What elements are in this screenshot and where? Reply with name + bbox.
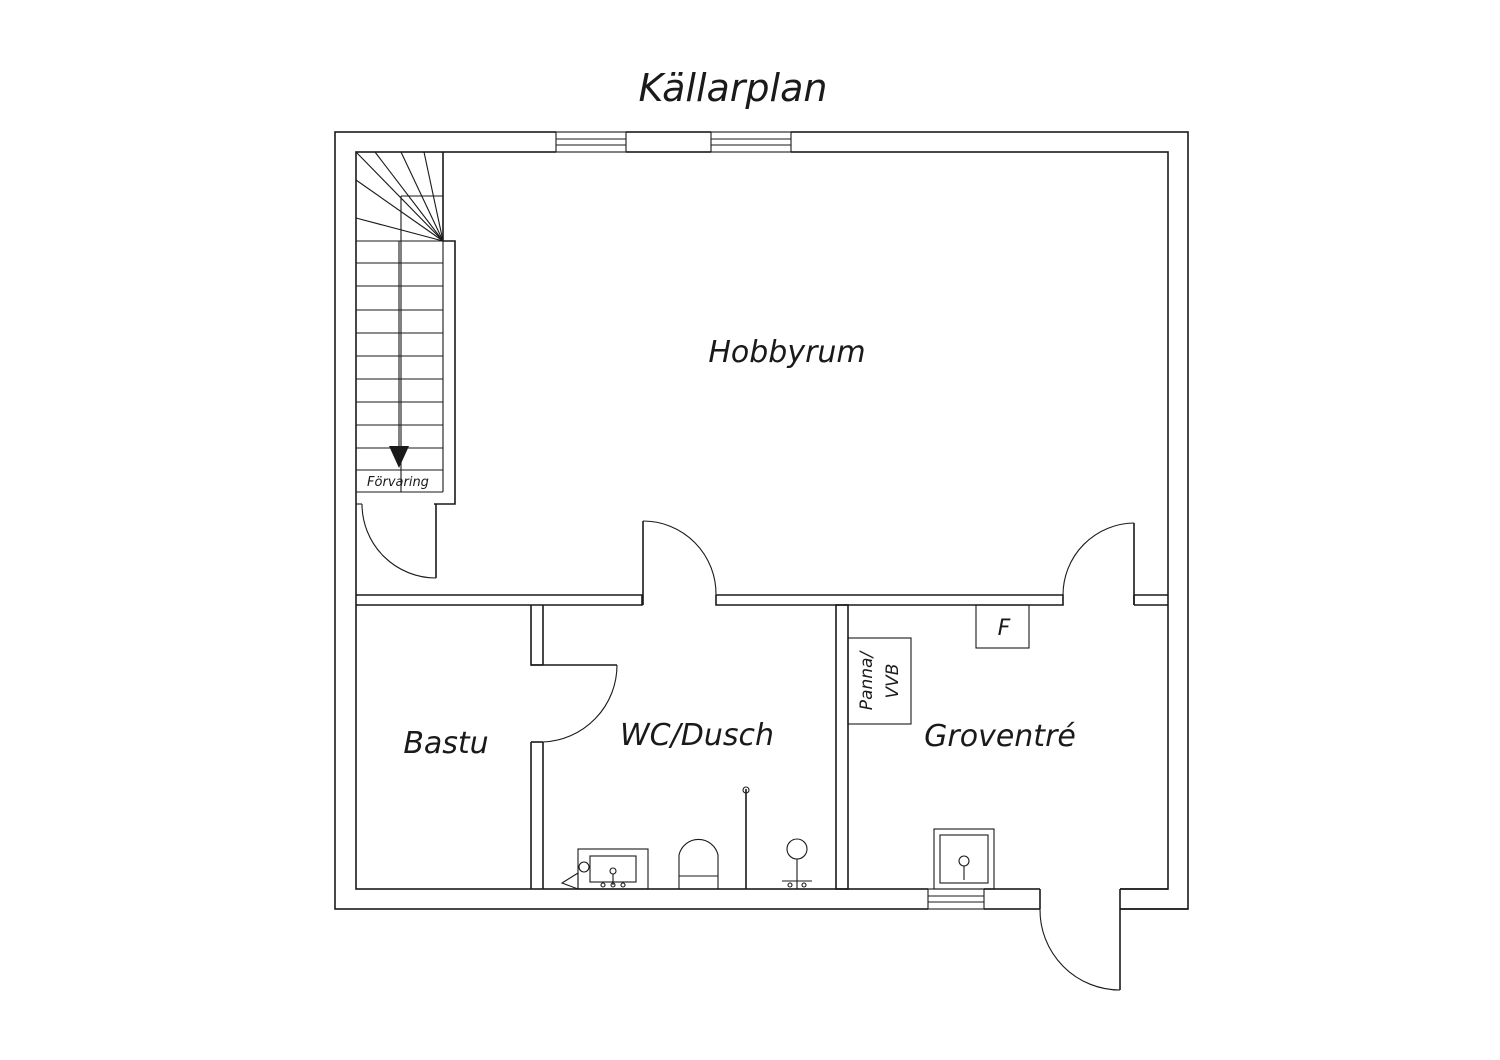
- arrow-down-icon: [389, 446, 409, 468]
- room-label-wc-dusch: WC/Dusch: [620, 718, 774, 753]
- bastu-wall: [530, 605, 544, 889]
- outer-wall: [334, 131, 1189, 910]
- interior-wall-horizontal: [356, 594, 1168, 606]
- wc-groventre-wall: [835, 604, 849, 890]
- door-bastu: [531, 664, 618, 743]
- door-wc: [642, 520, 717, 605]
- room-label-groventre: Groventré: [924, 719, 1076, 754]
- room-label-hobbyrum: Hobbyrum: [708, 335, 865, 370]
- plan-title: Källarplan: [639, 66, 828, 110]
- door-groventre: [1062, 522, 1135, 605]
- boiler-label-line2: VVB: [883, 664, 903, 699]
- staircase: [355, 151, 456, 505]
- door-forvaring: [356, 503, 437, 579]
- toilet-icon: [678, 838, 719, 890]
- window-bottom: [927, 888, 985, 910]
- washbasin-icon: [560, 848, 649, 890]
- boiler-label-line1: Panna/: [857, 650, 877, 711]
- boiler-box: Panna/ VVB: [847, 637, 912, 725]
- f-box-label: F: [998, 616, 1011, 641]
- window-top-right: [710, 131, 792, 153]
- f-box: F: [975, 604, 1030, 649]
- utility-sink-icon: [933, 828, 995, 890]
- forvaring-label: Förvaring: [367, 475, 429, 490]
- exterior-door: [1039, 888, 1188, 991]
- room-label-bastu: Bastu: [403, 726, 488, 761]
- window-top-left: [555, 131, 627, 153]
- shower-icon: [742, 786, 812, 889]
